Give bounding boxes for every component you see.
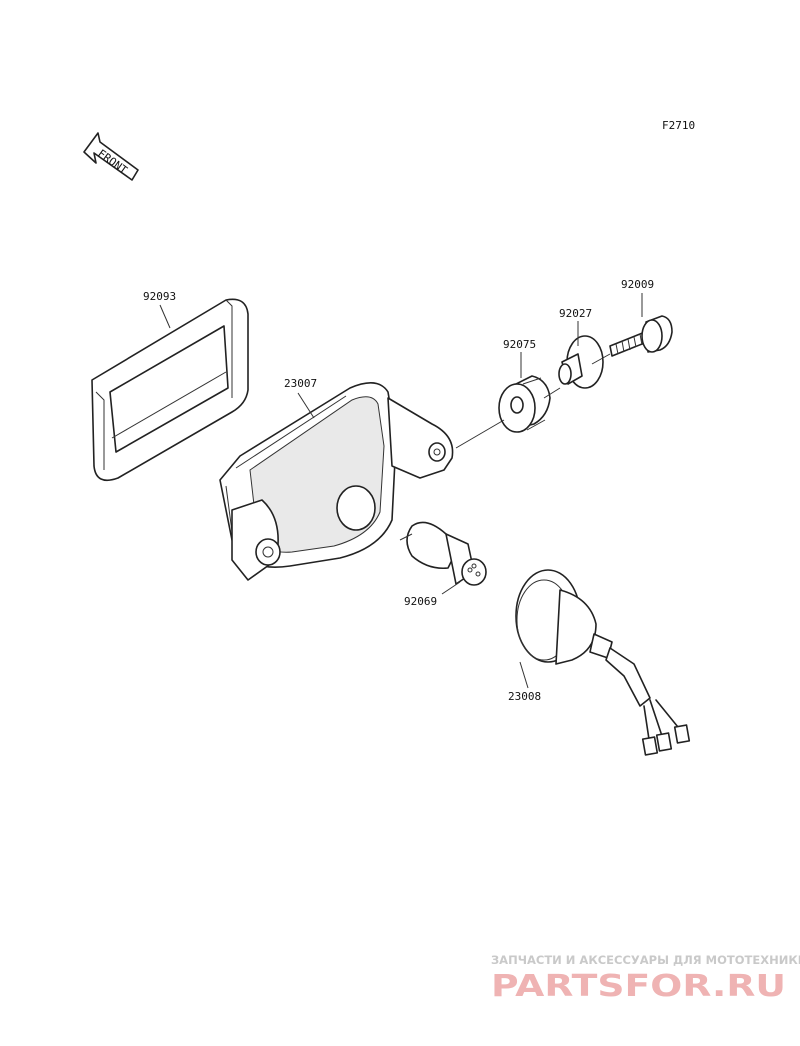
watermark-subtitle: ЗАПЧАСТИ И АКСЕССУАРЫ ДЛЯ МОТОТЕХНИКИ [491, 953, 800, 967]
leader-lines [159, 293, 643, 689]
grommet-92075 [498, 375, 551, 433]
part-labels: 92093 23007 92075 92027 92009 92069 2300… [143, 278, 654, 703]
bolt-92009 [609, 315, 673, 357]
watermark-brand: PARTSFOR.RU [491, 969, 786, 1004]
label-92009: 92009 [621, 278, 654, 291]
label-92075: 92075 [503, 338, 536, 351]
label-92069: 92069 [404, 595, 437, 608]
pad-frame-92093 [91, 298, 249, 482]
label-23008: 23008 [508, 690, 541, 703]
collar-92027 [558, 335, 604, 389]
front-arrow-icon: FRONT [83, 132, 139, 181]
label-92093: 92093 [143, 290, 176, 303]
watermark: ЗАПЧАСТИ И АКСЕССУАРЫ ДЛЯ МОТОТЕХНИКИ PA… [491, 953, 800, 1004]
socket-harness-23008 [515, 569, 691, 756]
label-23007: 23007 [284, 377, 317, 390]
figure-code: F2710 [662, 119, 695, 132]
bulb-92069 [406, 521, 487, 586]
label-92027: 92027 [559, 307, 592, 320]
headlight-housing-23007 [219, 382, 454, 581]
